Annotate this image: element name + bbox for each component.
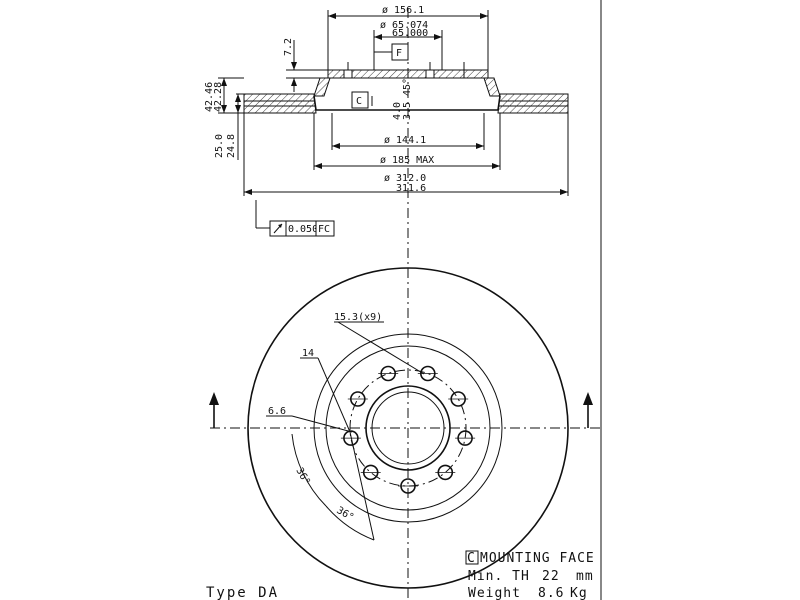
disc-hat-inner-edge	[325, 345, 491, 511]
bolt-hole-left	[343, 69, 353, 79]
dim-311-label: 311.6	[396, 183, 426, 194]
dim-185-label: ø 185 MAX	[380, 155, 434, 166]
dim-65-074-label: ø 65.074	[380, 20, 428, 31]
friction-ring-right	[497, 93, 569, 114]
weight-value: 8.6	[538, 586, 564, 600]
disc-hat-edge	[313, 333, 503, 523]
dim-7-2-label: 7.2	[283, 38, 294, 56]
dim-14-label: 14	[302, 348, 314, 359]
leader-6-6	[291, 415, 353, 433]
mounting-face-label: MOUNTING FACE	[480, 551, 595, 566]
chamfer-angle-label: 45°	[402, 78, 413, 96]
hat-wall-left	[313, 77, 331, 97]
holes-label: 15.3(x9)	[334, 312, 382, 323]
runout-datum: FC	[318, 224, 330, 235]
chamfer-3-5-label: 3.5	[402, 102, 413, 120]
dim-25-0-label: 25.0	[214, 134, 225, 158]
weight-label: Weight	[468, 586, 521, 600]
datum-c-box	[351, 91, 369, 109]
hat-wall-right	[483, 77, 501, 97]
section-view: ø 156.1 ø 65.074 65.000 F 7.2 42.46 42.2…	[204, 5, 569, 600]
dim-144-label: ø 144.1	[384, 135, 426, 146]
datum-f-box	[391, 43, 409, 61]
angle-ray	[349, 431, 375, 541]
hub-bore-outer	[365, 385, 451, 471]
min-th-unit: mm	[576, 569, 594, 584]
bolt-circle	[349, 369, 467, 487]
friction-ring-left	[243, 93, 317, 114]
mounting-face-symbol: C	[467, 551, 476, 566]
leader-15-3	[337, 321, 425, 375]
mounting-face-symbol-box	[465, 550, 479, 565]
bolt-holes	[340, 365, 476, 494]
dim-312-label: ø 312.0	[384, 173, 426, 184]
type-label: Type DA	[206, 585, 279, 600]
angle-2-label: 36°	[335, 505, 356, 524]
dim-6-6-label: 6.6	[268, 406, 286, 417]
dim-156-label: ø 156.1	[382, 5, 424, 16]
dim-42-28-label: 42.28	[213, 82, 224, 112]
min-th-value: 22	[542, 569, 560, 584]
hub-bore-inner	[371, 391, 445, 465]
dim-42-46-label: 42.46	[204, 82, 215, 112]
disc-outer-edge	[247, 267, 569, 589]
min-th-label: Min. TH	[468, 569, 530, 584]
chamfer-4-0-label: 4.0	[392, 102, 403, 120]
angle-arc-2	[325, 505, 375, 541]
legend: C MOUNTING FACE Min. TH 22 mm Weight 8.6…	[465, 550, 595, 600]
angle-arc-1	[291, 433, 327, 507]
datum-c-label: C	[356, 96, 362, 107]
dim-24-8-label: 24.8	[226, 134, 237, 158]
datum-f-label: F	[396, 48, 402, 59]
runout-value: 0.050	[288, 224, 318, 235]
dim-65-000-label: 65.000	[392, 28, 428, 39]
hat-top-section	[327, 69, 489, 79]
bolt-hole-right	[425, 69, 435, 79]
weight-unit: Kg	[570, 586, 588, 600]
leader-14	[317, 357, 351, 433]
runout-datum-cell	[315, 220, 335, 237]
front-view: 15.3(x9) 14 6.6 36° 36°	[209, 267, 600, 589]
